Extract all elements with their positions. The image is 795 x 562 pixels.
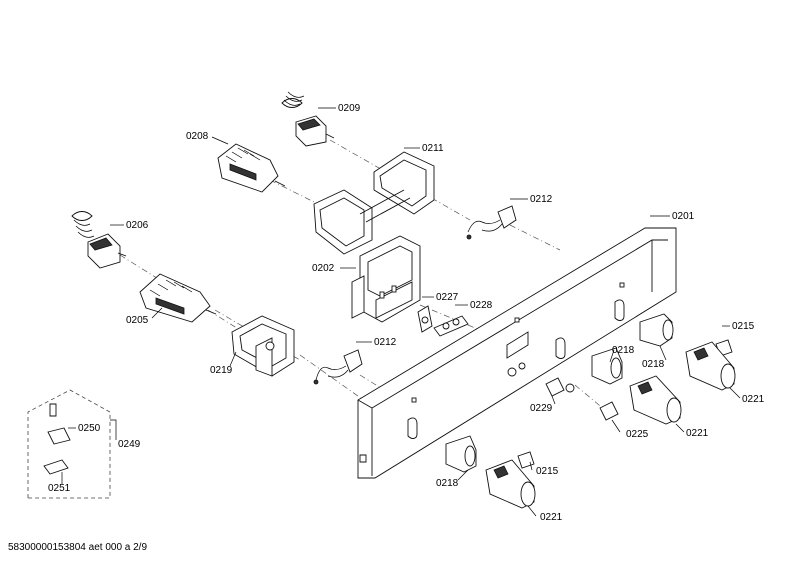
indicator-0229 — [545, 377, 575, 397]
label-0218-upper: 0218 — [642, 359, 665, 370]
label-0205: 0205 — [126, 315, 149, 326]
label-0221-lower: 0221 — [540, 512, 563, 523]
label-0249: 0249 — [118, 439, 141, 450]
label-0212-bottom: 0212 — [374, 337, 397, 348]
label-0209: 0209 — [338, 103, 361, 114]
knob-bezel-0218-lower — [445, 435, 477, 473]
label-0218-lower: 0218 — [436, 478, 459, 489]
label-0215-upper: 0215 — [732, 321, 755, 332]
selector-switch-0205 — [139, 273, 217, 323]
control-panel-0201 — [357, 227, 677, 479]
part-0250-block — [47, 427, 71, 445]
label-0225: 0225 — [626, 429, 649, 440]
label-0202: 0202 — [312, 263, 335, 274]
label-0250: 0250 — [78, 423, 101, 434]
label-0218-middle: 0218 — [612, 345, 635, 356]
bracket-0211 — [313, 151, 435, 255]
kit-0249 — [27, 389, 111, 499]
label-0221-middle: 0221 — [686, 428, 709, 439]
part-0251-clip — [43, 459, 69, 475]
selector-switch-0208 — [217, 143, 286, 193]
thermostat-0206 — [71, 211, 127, 269]
electronic-module-0202 — [351, 235, 421, 323]
label-0201: 0201 — [672, 211, 695, 222]
label-0228: 0228 — [470, 300, 493, 311]
bracket-0219 — [231, 315, 295, 377]
document-footer: 58300000153804 aet 000 a 2/9 — [8, 542, 148, 553]
connector-0212-bottom — [313, 349, 363, 385]
label-0211: 0211 — [422, 143, 444, 154]
knob-0221-lower — [485, 459, 536, 509]
label-0212-top: 0212 — [530, 194, 553, 205]
knob-0221-middle — [629, 375, 682, 425]
knob-bezel-0218-middle — [591, 347, 623, 385]
thermostat-0209 — [281, 91, 335, 147]
knob-0215-lower — [517, 451, 535, 469]
label-0206: 0206 — [126, 220, 149, 231]
lamp-holder-0227 — [417, 305, 433, 333]
label-0229: 0229 — [530, 403, 553, 414]
label-0215-lower: 0215 — [536, 466, 559, 477]
label-0221-upper: 0221 — [742, 394, 765, 405]
part-0250-pin — [49, 403, 57, 417]
label-0219: 0219 — [210, 365, 233, 376]
knob-bezel-0218-upper — [639, 313, 674, 347]
connector-0212-top — [466, 205, 517, 240]
leader-lines — [61, 107, 741, 517]
knob-0221-upper — [685, 341, 736, 391]
clip-0228 — [433, 315, 469, 337]
label-0208: 0208 — [186, 131, 209, 142]
label-0227: 0227 — [436, 292, 459, 303]
label-0251: 0251 — [48, 483, 71, 494]
part-labels: 0209 0208 0211 0212 0201 0206 0202 0227 … — [48, 103, 765, 523]
indicator-0225 — [599, 401, 619, 421]
